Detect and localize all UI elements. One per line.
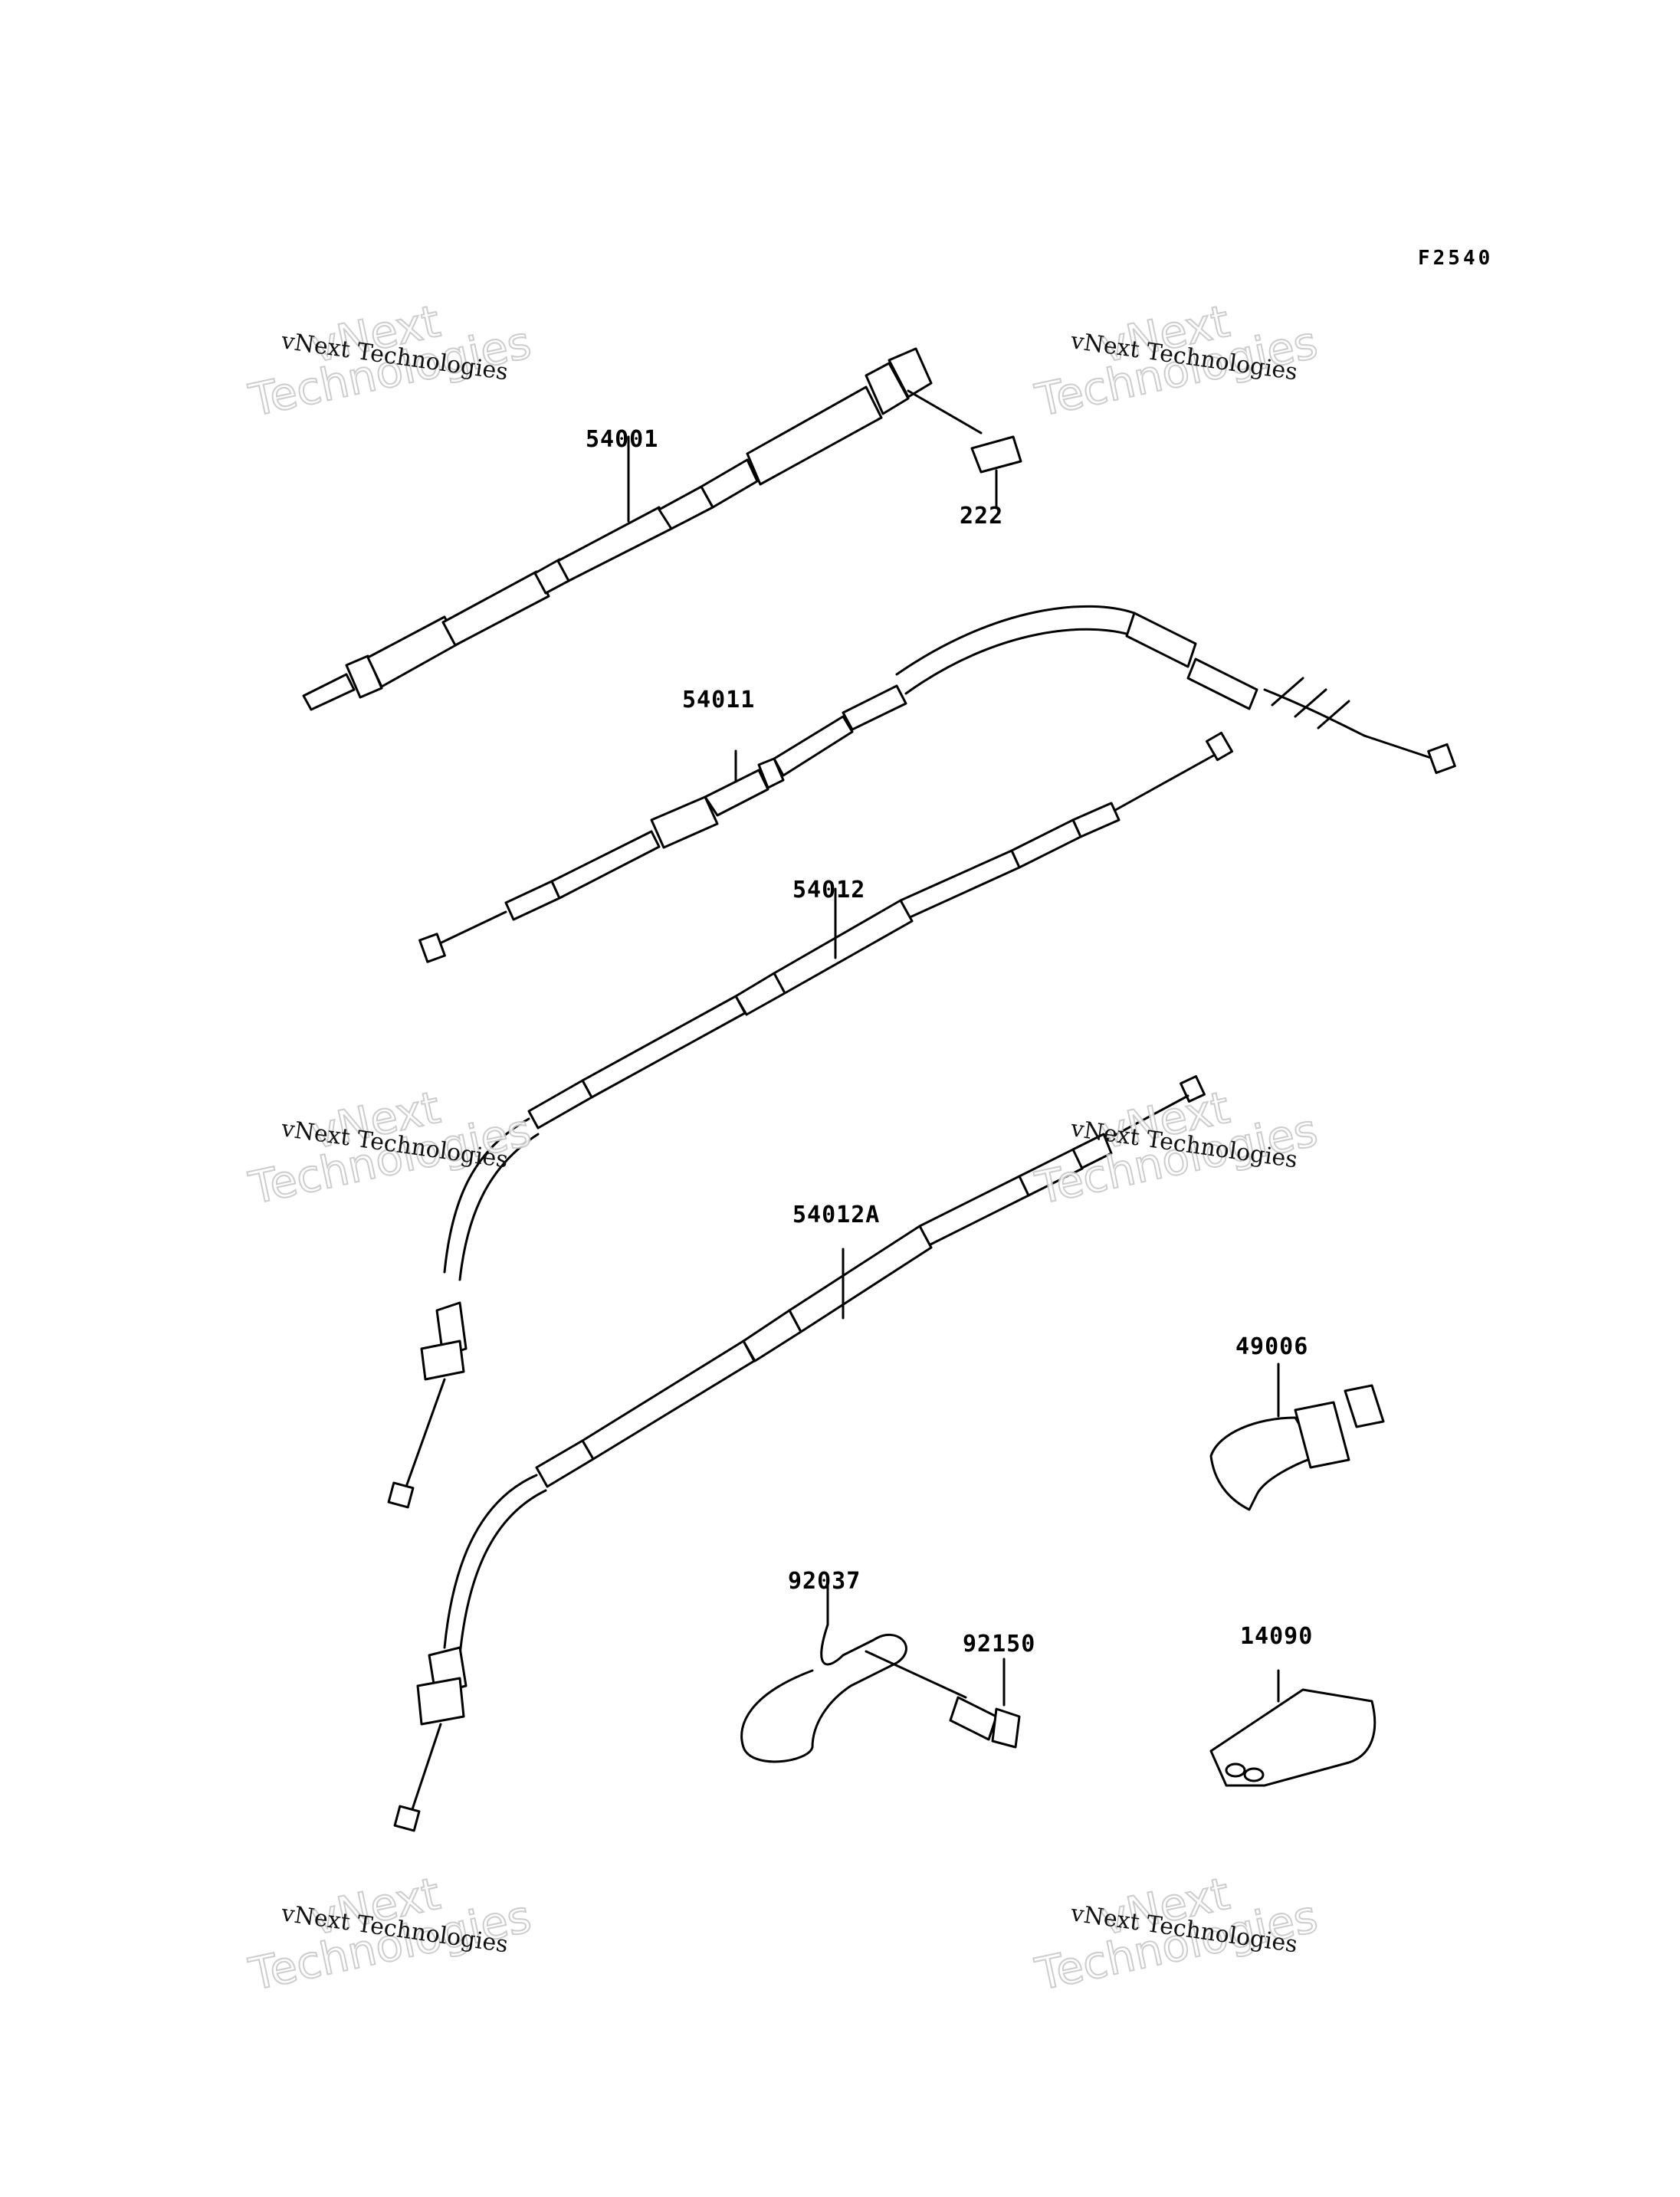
part-49006	[1209, 1362, 1385, 1511]
label-92037[interactable]: 92037	[788, 1568, 861, 1595]
label-54001[interactable]: 54001	[586, 426, 659, 453]
label-222[interactable]: 222	[960, 503, 1004, 530]
label-49006[interactable]: 49006	[1235, 1333, 1309, 1360]
diagram-code: F2540	[1418, 247, 1494, 270]
label-14090[interactable]: 14090	[1240, 1623, 1314, 1650]
cable-54012A	[393, 1075, 1206, 1832]
label-54012[interactable]: 54012	[792, 877, 866, 903]
part-92037	[740, 1577, 907, 1763]
cable-54001	[302, 347, 1022, 711]
cable-54011	[418, 605, 1456, 963]
label-92150[interactable]: 92150	[963, 1631, 1036, 1658]
label-54012A[interactable]: 54012A	[792, 1202, 881, 1228]
label-54011[interactable]: 54011	[682, 687, 756, 713]
part-92150	[865, 1650, 1021, 1749]
cable-54012	[387, 731, 1234, 1509]
part-14090	[1209, 1669, 1376, 1787]
